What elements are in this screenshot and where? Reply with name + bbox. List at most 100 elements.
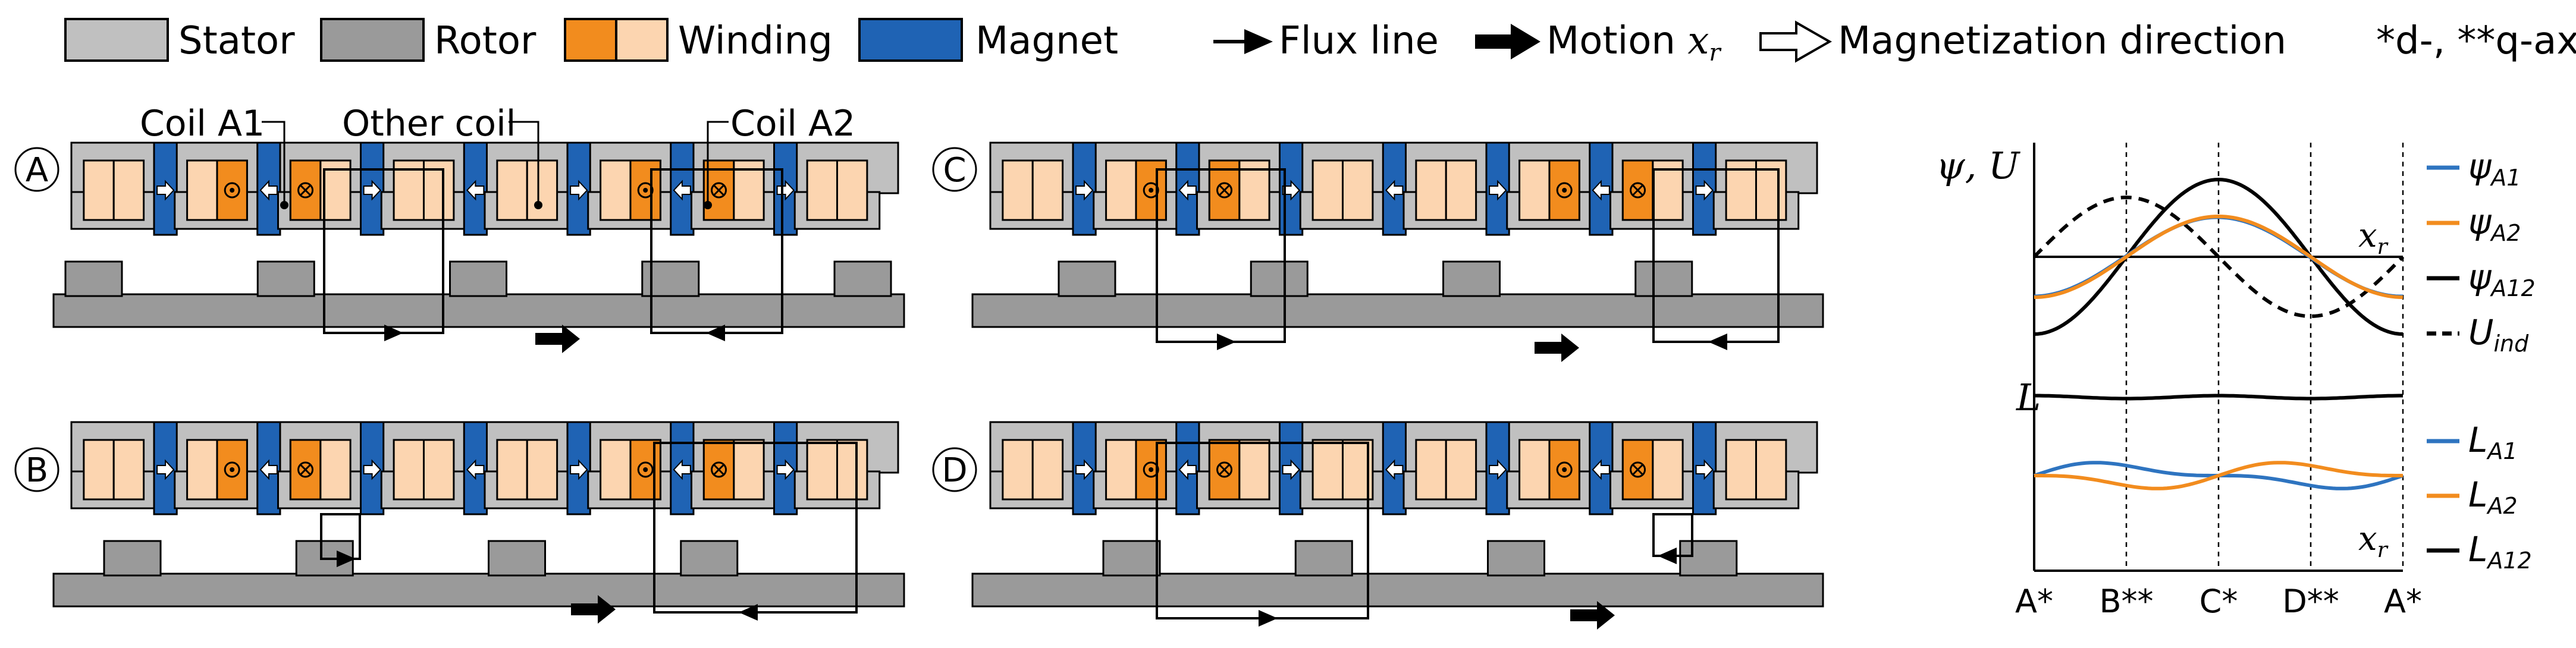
legend-magnet-swatch — [858, 18, 963, 62]
magnetization-arrow-icon — [259, 459, 278, 480]
current-out-dot-icon — [643, 188, 648, 193]
other-coil-annotation: Other coil — [342, 103, 516, 144]
winding-slot-right — [836, 159, 868, 221]
current-out-dot-icon — [1149, 467, 1154, 472]
current-in-icon — [297, 461, 314, 478]
other-coil-leader-dot — [534, 201, 542, 209]
magnetization-arrow-icon — [1489, 459, 1507, 480]
panel-b-badge — [14, 447, 59, 492]
current-in-cross-icon — [1219, 184, 1230, 196]
magnetization-arrow-icon — [673, 180, 691, 201]
magnetization-arrow-icon — [776, 459, 795, 480]
current-out-icon — [1556, 182, 1573, 199]
magnetization-arrow-icon — [156, 459, 175, 480]
legend-magnetization-arrow-icon — [1759, 20, 1833, 63]
legend-winding-swatch-light — [615, 18, 669, 62]
rotor-tooth — [1058, 260, 1116, 297]
flux-line-loop-2 — [1652, 168, 1780, 343]
motion-arrow-icon — [1535, 334, 1579, 362]
coil-a1-annotation: Coil A1 — [140, 103, 265, 144]
winding-slot-left — [83, 439, 115, 501]
plot-ylabel-top: ψ, U — [1936, 144, 2020, 187]
legend-winding-swatch-dark — [564, 18, 617, 62]
panel-b-machine — [52, 421, 905, 608]
current-in-cross-icon — [1632, 464, 1643, 476]
winding-slot-right — [112, 159, 145, 221]
panel-a-label: A — [26, 151, 48, 190]
legend-flux-label: Flux line — [1279, 19, 1439, 63]
current-out-dot-icon — [230, 188, 235, 193]
panel-d: D — [932, 421, 1824, 630]
other-coil-leader — [509, 121, 539, 205]
winding-slot-left — [496, 439, 528, 501]
rotor-base — [52, 293, 905, 328]
flux-line-loop-1 — [323, 168, 444, 334]
panel-a: A Coil A1 Other coil Coil A2 — [14, 103, 905, 353]
current-out-dot-icon — [1562, 467, 1567, 472]
winding-slot-left — [83, 159, 115, 221]
legend-entry-label: LA12 — [2468, 529, 2532, 574]
magnetization-arrow-icon — [363, 459, 381, 480]
curve-psi-a12 — [2034, 177, 2404, 336]
legend-rotor-label: Rotor — [434, 19, 536, 63]
winding-slot-right — [1031, 439, 1064, 501]
rotor-tooth — [833, 260, 892, 297]
rotor-tooth — [103, 540, 162, 577]
motion-arrow-icon — [535, 325, 580, 353]
rotor-tooth — [256, 260, 315, 297]
current-in-cross-icon — [300, 184, 311, 196]
winding-slot-left — [1725, 439, 1757, 501]
current-out-icon — [224, 182, 240, 199]
rotor-tooth — [449, 260, 508, 297]
winding-slot-left — [1105, 439, 1137, 501]
current-out-icon — [1143, 461, 1159, 478]
rotor-tooth — [488, 540, 547, 577]
rotor-tooth — [1634, 260, 1693, 297]
rotor-base — [971, 572, 1824, 608]
panel-b-label: B — [26, 451, 48, 490]
legend-entry-label: ψA12 — [2468, 257, 2536, 301]
winding-slot-right — [733, 439, 765, 501]
plot-xr-label-top: xr — [2358, 216, 2389, 259]
legend-motion-arrow-icon — [1475, 24, 1540, 59]
coil-a2-leader-dot — [704, 201, 712, 209]
plot-xtick-3: D** — [2282, 583, 2339, 620]
winding-slot-right — [112, 439, 145, 501]
winding-slot-left — [600, 159, 632, 221]
winding-slot-left — [1311, 439, 1344, 501]
panel-d-badge — [932, 447, 977, 492]
legend-entry-label: LA1 — [2468, 420, 2518, 464]
legend-entry-label: ψA2 — [2468, 202, 2521, 246]
curve-u-ind — [2032, 195, 2405, 319]
legend-winding-label: Winding — [678, 19, 833, 63]
magnetization-arrow-icon — [259, 180, 278, 201]
magnetization-arrow-icon — [466, 180, 485, 201]
magnetization-arrow-icon — [1592, 459, 1610, 480]
winding-slot-left — [806, 159, 838, 221]
curve-psi-a2 — [2034, 214, 2404, 299]
current-in-cross-icon — [1219, 464, 1230, 476]
legend-rotor-swatch — [320, 18, 425, 62]
magnetization-arrow-icon — [1592, 180, 1610, 201]
curve-l-a12 — [2034, 394, 2403, 401]
rotor-tooth — [1679, 540, 1738, 577]
legend-stator-swatch — [64, 18, 169, 62]
winding-slot-right — [1445, 439, 1477, 501]
current-in-icon — [1630, 461, 1646, 478]
rotor-base — [52, 572, 905, 608]
flux-inductance-plot: ψ, U L xr xr A* B** C* D** A* ψA1ψA2ψA12… — [1936, 143, 2536, 620]
current-in-icon — [1216, 461, 1233, 478]
panel-c: C — [932, 141, 1824, 362]
flux-line-loop-large — [1156, 442, 1369, 619]
flux-line-loop-1 — [1156, 168, 1286, 343]
winding-slot-right — [1341, 159, 1374, 221]
magnetization-arrow-icon — [1075, 180, 1094, 201]
winding-slot-left — [1311, 159, 1344, 221]
rotor-tooth — [64, 260, 123, 297]
plot-xtick-0: A* — [2015, 583, 2053, 620]
magnetization-arrow-icon — [673, 459, 691, 480]
magnetization-arrow-icon — [570, 180, 588, 201]
